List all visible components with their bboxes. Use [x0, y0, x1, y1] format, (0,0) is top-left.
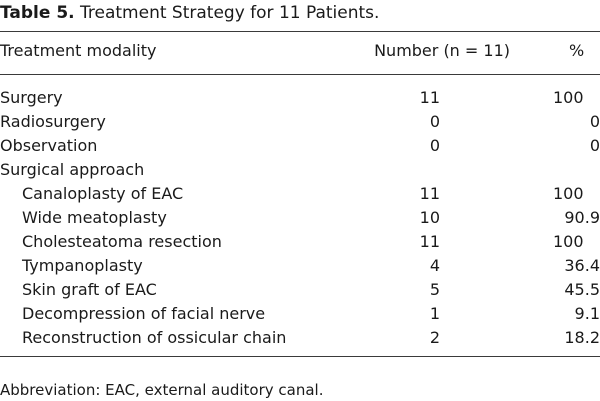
- table-row: Radiosurgery 0 0: [0, 110, 600, 134]
- row-number: 0: [429, 136, 440, 155]
- row-percent: 100: [553, 184, 584, 203]
- row-number: 5: [429, 280, 440, 299]
- row-modality: Skin graft of EAC: [22, 280, 157, 299]
- row-number: 10: [419, 208, 440, 227]
- header-percent: %: [569, 41, 585, 60]
- header-row: Treatment modality Number (n = 11) %: [0, 39, 600, 63]
- table-row: Surgery 11 100: [0, 86, 600, 110]
- table-row: Skin graft of EAC 5 45.5: [0, 278, 600, 302]
- row-percent: 0: [589, 136, 600, 155]
- row-number: 11: [419, 184, 440, 203]
- table-label: Table 5.: [0, 3, 75, 23]
- table-caption: Table 5. Treatment Strategy for 11 Patie…: [0, 2, 379, 24]
- row-modality: Observation: [0, 136, 98, 155]
- table-row: Tympanoplasty 4 36.4: [0, 254, 600, 278]
- row-number: 4: [429, 256, 440, 275]
- row-modality: Surgery: [0, 88, 63, 107]
- row-percent: 9.1: [574, 304, 600, 323]
- row-percent: 90.9: [564, 208, 600, 227]
- row-percent: 0: [589, 112, 600, 131]
- row-modality: Reconstruction of ossicular chain: [22, 328, 287, 347]
- table-row: Wide meatoplasty 10 90.9: [0, 206, 600, 230]
- table-row: Decompression of facial nerve 1 9.1: [0, 302, 600, 326]
- bottom-rule: [0, 356, 600, 357]
- row-percent: 45.5: [564, 280, 600, 299]
- top-rule: [0, 31, 600, 32]
- table-row: Cholesteatoma resection 11 100: [0, 230, 600, 254]
- table-row: Observation 0 0: [0, 134, 600, 158]
- row-modality: Surgical approach: [0, 160, 145, 179]
- table-footnote: Abbreviation: EAC, external auditory can…: [0, 381, 324, 399]
- header-number: Number (n = 11): [374, 41, 510, 60]
- row-modality: Tympanoplasty: [22, 256, 143, 275]
- row-number: 11: [419, 88, 440, 107]
- header-modality: Treatment modality: [0, 41, 157, 60]
- row-percent: 18.2: [564, 328, 600, 347]
- row-percent: 100: [553, 232, 584, 251]
- row-modality: Cholesteatoma resection: [22, 232, 222, 251]
- header-rule: [0, 74, 600, 75]
- row-modality: Canaloplasty of EAC: [22, 184, 184, 203]
- table-row: Reconstruction of ossicular chain 2 18.2: [0, 326, 600, 350]
- row-percent: 100: [553, 88, 584, 107]
- table-title: Treatment Strategy for 11 Patients.: [80, 3, 380, 23]
- row-number: 11: [419, 232, 440, 251]
- row-number: 2: [429, 328, 440, 347]
- table-row: Canaloplasty of EAC 11 100: [0, 182, 600, 206]
- row-modality: Radiosurgery: [0, 112, 106, 131]
- row-percent: 36.4: [564, 256, 600, 275]
- row-number: 1: [429, 304, 440, 323]
- table-row-section: Surgical approach: [0, 158, 600, 182]
- row-number: 0: [429, 112, 440, 131]
- row-modality: Decompression of facial nerve: [22, 304, 266, 323]
- row-modality: Wide meatoplasty: [22, 208, 167, 227]
